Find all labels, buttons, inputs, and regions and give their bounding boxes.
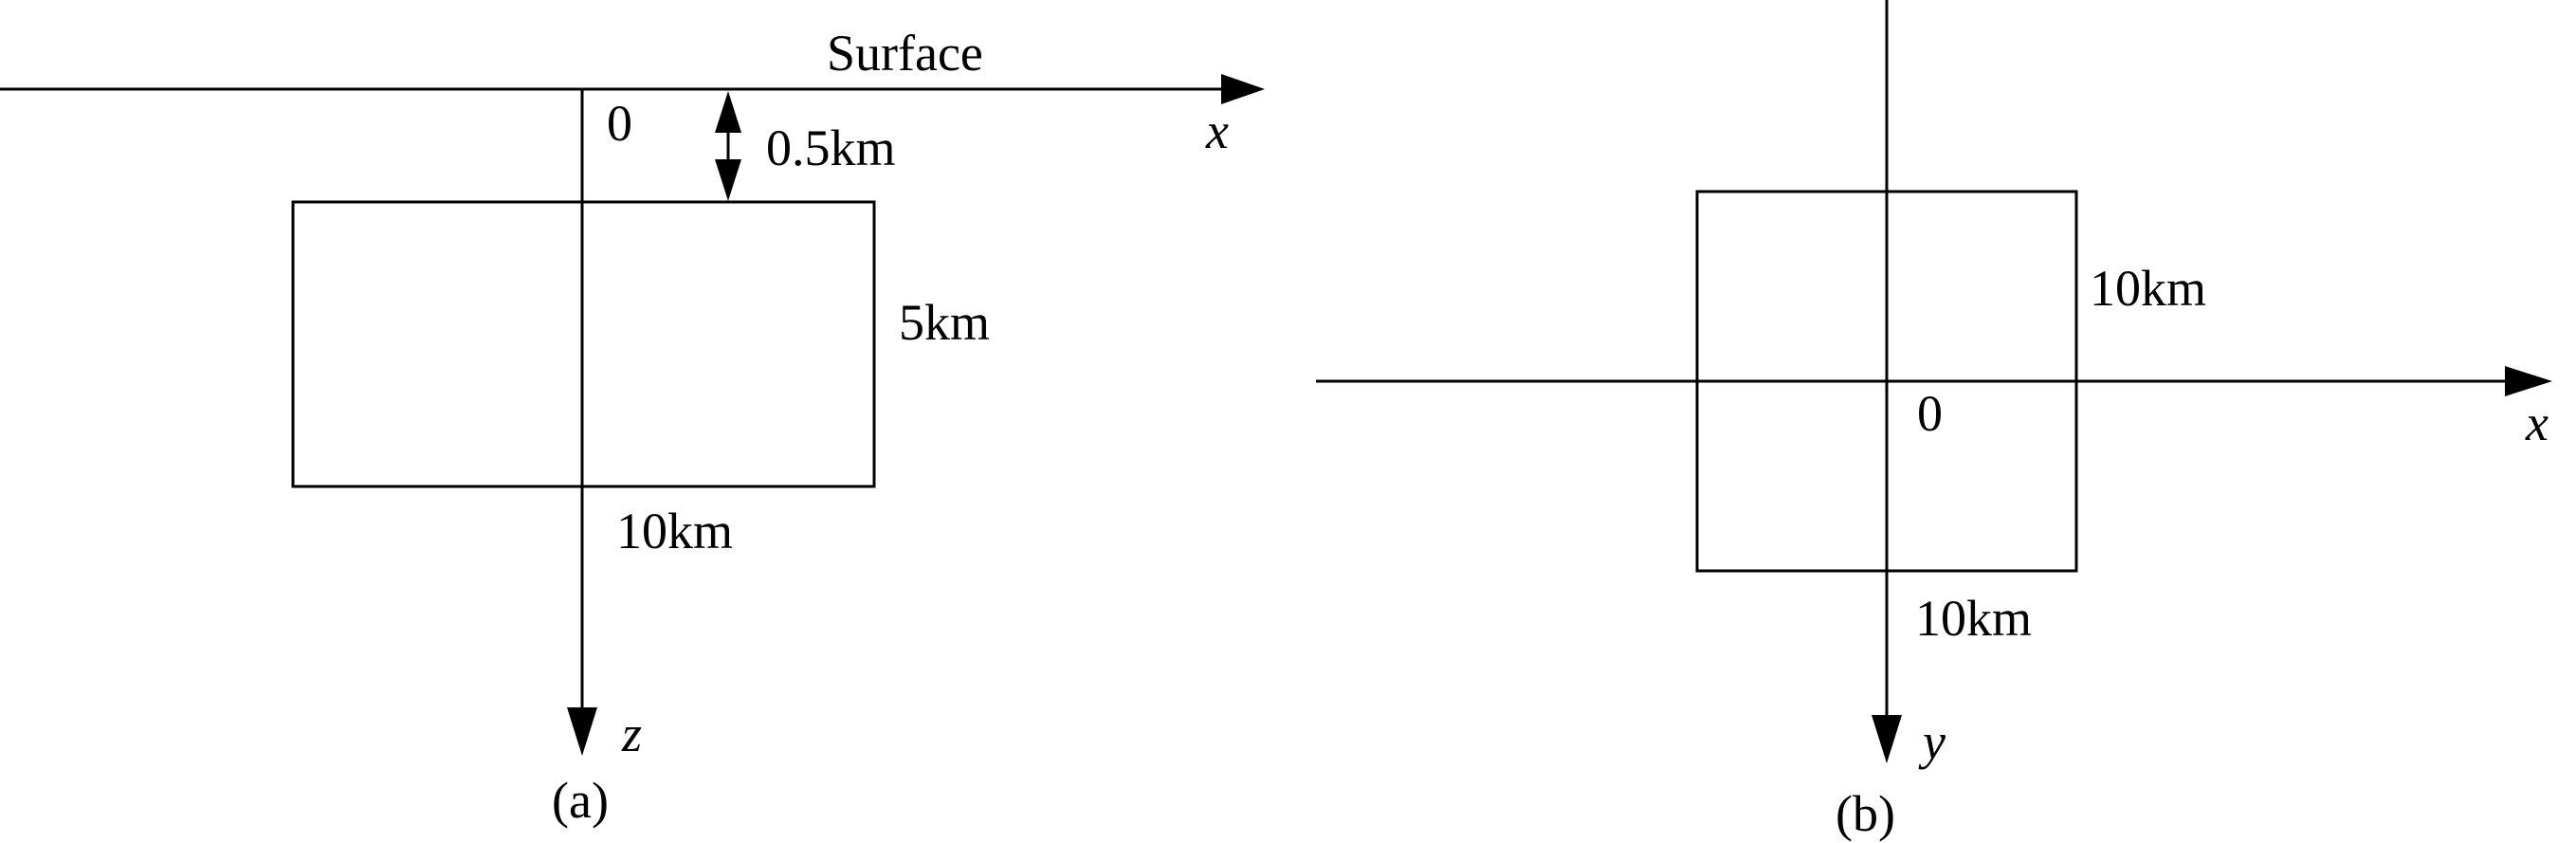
panel-a-width-label: 10km [616,503,733,559]
panel-b-x-axis-label: x [2525,394,2549,451]
panel-a-z-axis-label: z [621,706,642,762]
panel-b-y-arrowhead [1872,715,1902,763]
panel-a-x-arrowhead [1221,74,1265,104]
panel-b-y-axis-label: y [1918,713,1946,770]
panel-b-side-label: 10km [2090,260,2206,317]
panel-b-origin-label: 0 [1917,385,1943,442]
panel-a-surface-label: Surface [827,25,983,82]
panel-a-body-rect [291,200,876,488]
panel-b-body-rect [1695,190,2078,573]
panel-a-depth-arrow-bottom [715,159,741,201]
panel-a-height-label: 5km [899,294,990,351]
panel-a-depth-label: 0.5km [766,119,896,176]
panel-a-origin-label: 0 [607,95,632,152]
panel-a: Surface x 0 0.5km 5km 10km z (a) [0,25,1265,829]
panel-b-width-label: 10km [1915,590,2032,647]
panel-a-x-axis-label: x [1205,102,1229,159]
panel-b-caption: (b) [1836,785,1895,842]
panel-b-x-arrowhead [2505,366,2552,396]
panel-a-z-arrowhead [567,707,597,756]
panel-b: 10km 0 x 10km y (b) [1316,0,2552,842]
panel-a-depth-arrow-top [715,91,741,133]
panel-a-caption: (a) [552,772,609,829]
